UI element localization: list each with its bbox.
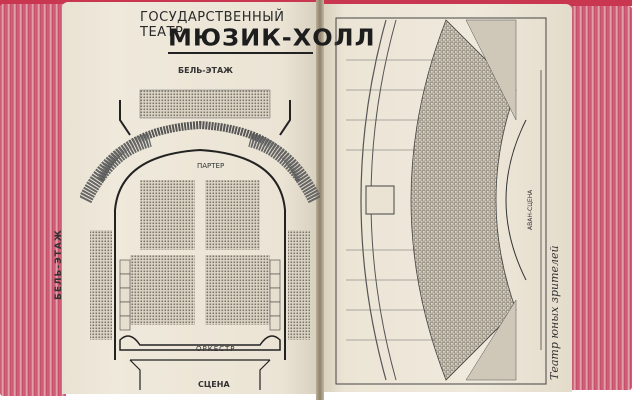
theater-title: МЮЗИК-ХОЛЛ — [168, 24, 376, 52]
label-bel-etage-side: БЕЛЬ-ЭТАЖ — [54, 229, 64, 300]
page-edges-left — [0, 4, 66, 396]
page-edges-right — [566, 6, 632, 390]
youth-theater-seating-plan — [335, 17, 547, 385]
label-bel-etage: БЕЛЬ-ЭТАЖ — [178, 66, 233, 75]
page-caption: Театр юных зрителей — [548, 245, 561, 380]
music-hall-seating-plan — [80, 89, 320, 390]
label-parter: ПАРТЕР — [197, 162, 225, 170]
label-orchestra: ОРКЕСТР — [196, 345, 236, 353]
label-stage: СЦЕНА — [198, 380, 230, 389]
book-gutter — [316, 0, 324, 400]
theater-subtitle: ГОСУДАРСТВЕННЫЙ ТЕАТР — [140, 10, 285, 40]
label-proscenium: АВАН-СЦЕНА — [527, 189, 534, 230]
title-underline — [168, 52, 313, 54]
